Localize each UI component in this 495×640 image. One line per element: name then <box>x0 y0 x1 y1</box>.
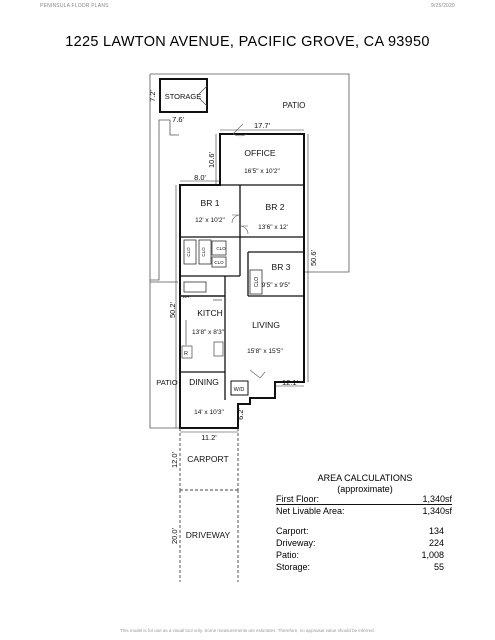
closet-label-2: CLO <box>214 260 224 265</box>
driveway-area-label: Driveway: <box>276 538 316 548</box>
patio-left-label: PATIO <box>156 378 178 387</box>
br1-label: BR 1 <box>201 198 220 208</box>
office-width-dimension: 17.7' <box>254 121 271 130</box>
closet-label-1: CLO <box>216 246 226 251</box>
net-livable-label: Net Livable Area: <box>276 506 345 516</box>
washer-dryer-label: W/D <box>234 387 245 393</box>
bottom-width-dimension: 11.2' <box>201 433 217 442</box>
page-title: 1225 LAWTON AVENUE, PACIFIC GROVE, CA 93… <box>65 34 430 50</box>
closets <box>183 239 263 295</box>
kitchen-label: KITCH <box>197 308 223 318</box>
dimension-lines <box>175 129 309 433</box>
storage-room <box>159 78 208 113</box>
first-floor-label: First Floor: <box>276 494 320 504</box>
interior-walls <box>180 184 304 400</box>
closet-label-5: CLO <box>254 277 260 287</box>
carport-label: CARPORT <box>187 454 228 464</box>
area-title: AREA CALCULATIONS <box>317 473 413 483</box>
area-row-driveway: Driveway: 224 <box>276 538 452 550</box>
carport-driveway <box>179 428 239 582</box>
area-subtitle: (approximate) <box>337 484 393 494</box>
kitchen-dimension: 13'8" x 8'3" <box>192 329 225 336</box>
water-heater-label: WH <box>183 294 190 299</box>
first-floor-value: 1,340sf <box>422 494 452 504</box>
right-height-dimension: 50.6' <box>309 249 318 266</box>
carport-area-value: 134 <box>428 526 444 536</box>
driveway-label: DRIVEWAY <box>186 530 231 540</box>
br3-dimension: 9'5" x 9'5" <box>262 282 291 289</box>
patio-area-label: Patio: <box>276 550 300 560</box>
carport-area-label: Carport: <box>276 526 309 536</box>
br2-dimension: 13'6" x 12' <box>258 224 288 231</box>
storage-label: STORAGE <box>165 92 202 101</box>
patio-top-label: PATIO <box>283 101 306 110</box>
house-walls <box>179 133 305 429</box>
dining-label: DINING <box>189 377 219 387</box>
area-divider <box>276 504 452 505</box>
storage-area-value: 55 <box>433 562 444 572</box>
date-header: 9/25/2020 <box>430 3 455 9</box>
dining-dimension: 14' x 10'3" <box>194 409 224 416</box>
storage-area-label: Storage: <box>276 562 311 572</box>
driveway-height-dimension: 20.0' <box>170 527 179 544</box>
storage-height-dimension: 7.2' <box>148 90 157 102</box>
office-label: OFFICE <box>244 148 275 158</box>
left-height-dimension: 50.2' <box>168 301 177 318</box>
driveway-area-value: 224 <box>428 538 444 548</box>
area-row-first-floor: First Floor: 1,340sf <box>276 494 452 506</box>
living-dimension: 15'8" x 15'5" <box>247 348 283 355</box>
company-header: PENINSULA FLOOR PLANS <box>40 3 109 9</box>
storage-width-dimension: 7.6' <box>172 115 184 124</box>
kitchen-fixtures <box>181 299 224 359</box>
notch-height-dimension: 6.2' <box>236 408 245 420</box>
patio-outline <box>149 73 350 429</box>
closet-label-4: CLO <box>186 247 191 257</box>
br2-label: BR 2 <box>266 202 285 212</box>
area-row-carport: Carport: 134 <box>276 526 452 538</box>
disclaimer-footer: This model is for use as a visual tool o… <box>120 628 375 633</box>
br3-label: BR 3 <box>272 262 291 272</box>
fridge-label: R <box>184 351 188 357</box>
area-row-net-livable: Net Livable Area: 1,340sf <box>276 506 452 518</box>
patio-area-value: 1,008 <box>421 550 444 560</box>
net-livable-value: 1,340sf <box>422 506 452 516</box>
br1-dimension: 12' x 10'2" <box>195 217 225 224</box>
step-width-dimension: 8.0' <box>194 173 206 182</box>
right-bottom-width-dimension: 12.1' <box>282 378 299 387</box>
carport-height-dimension: 12.0' <box>170 451 179 468</box>
office-dimension: 16'5" x 10'2" <box>244 168 280 175</box>
living-label: LIVING <box>252 320 280 330</box>
closet-label-3: CLO <box>201 247 206 257</box>
door-swings <box>231 123 266 379</box>
area-row-storage: Storage: 55 <box>276 562 452 574</box>
area-row-patio: Patio: 1,008 <box>276 550 452 562</box>
office-height-dimension: 10.6' <box>207 151 216 168</box>
washer-dryer-box <box>230 380 249 396</box>
